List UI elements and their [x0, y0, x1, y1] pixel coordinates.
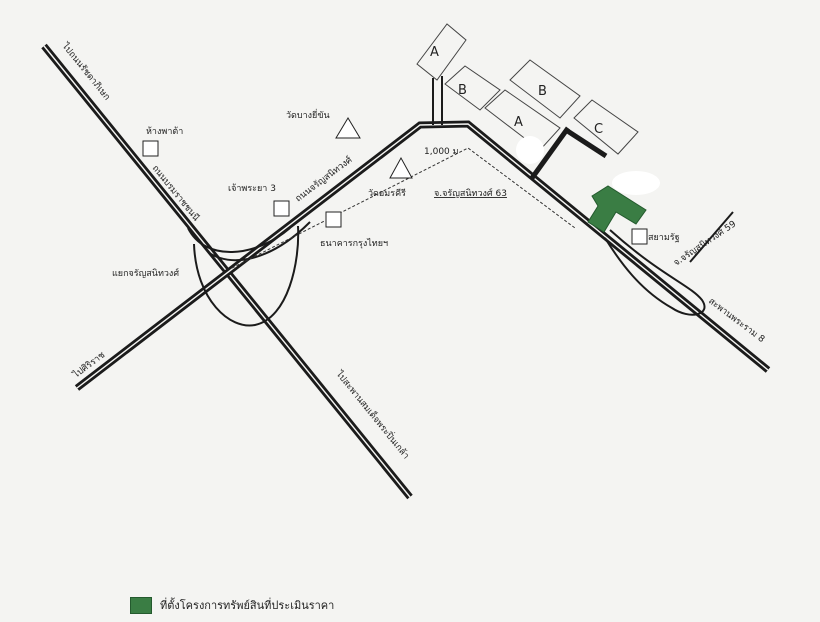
label-mall: ห้างพาต้า	[146, 126, 183, 137]
label-wat-bangyikhan: วัดบางยี่ขัน	[286, 108, 330, 121]
building-a-top-label: A	[430, 45, 439, 60]
building-a-top: A	[416, 23, 467, 81]
building-c: C	[573, 99, 639, 155]
building-a-mid-label: A	[514, 115, 523, 130]
building-b-right: B	[509, 59, 581, 119]
building-b-right-label: B	[538, 84, 547, 99]
legend-label: ที่ตั้งโครงการทรัพย์สินที่ประเมินราคา	[160, 599, 335, 612]
building-c-label: C	[594, 122, 603, 137]
label-distance: 1,000 ม	[424, 147, 459, 157]
landmark-bank-marker	[325, 211, 342, 228]
soi-roads	[432, 76, 608, 180]
whiteout-patch	[612, 171, 660, 195]
legend: ที่ตั้งโครงการทรัพย์สินที่ประเมินราคา	[130, 596, 334, 614]
label-siamrat: สยามรัฐ	[648, 233, 680, 243]
bridge-loop	[604, 211, 734, 316]
whiteout-patch	[516, 136, 544, 164]
landmark-chaophraya-marker	[273, 200, 290, 217]
project-site-marker	[587, 185, 647, 233]
label-road-borommaratchachonnani: ถนนบรมราชชนนี	[150, 163, 202, 223]
label-soi-63: จ.จรัญสนิทวงศ์ 63	[434, 187, 507, 199]
label-junction: แยกจรัญสนิทวงศ์	[112, 267, 179, 279]
label-rama8-bridge: สะพานพระราม 8	[706, 296, 766, 345]
landmark-mall-marker	[142, 140, 159, 157]
road-charan-main	[74, 120, 771, 391]
temple-amonkiri-icon	[389, 156, 413, 179]
building-b-left-label: B	[458, 83, 467, 98]
label-chaophraya: เจ้าพระยา 3	[228, 183, 276, 194]
building-b-left: B	[444, 65, 501, 111]
label-soi-59: จ.จรัญสนิทวงศ์ 59	[671, 218, 738, 269]
legend-swatch	[130, 596, 152, 614]
building-a-mid: A	[484, 89, 561, 151]
landmark-siamrat-marker	[631, 228, 648, 245]
label-bank: ธนาคารกรุงไทยฯ	[320, 238, 388, 249]
label-wat-amonkiri: วัดอมรคีรี	[368, 188, 406, 199]
temple-bangyikhan-icon	[335, 117, 361, 139]
